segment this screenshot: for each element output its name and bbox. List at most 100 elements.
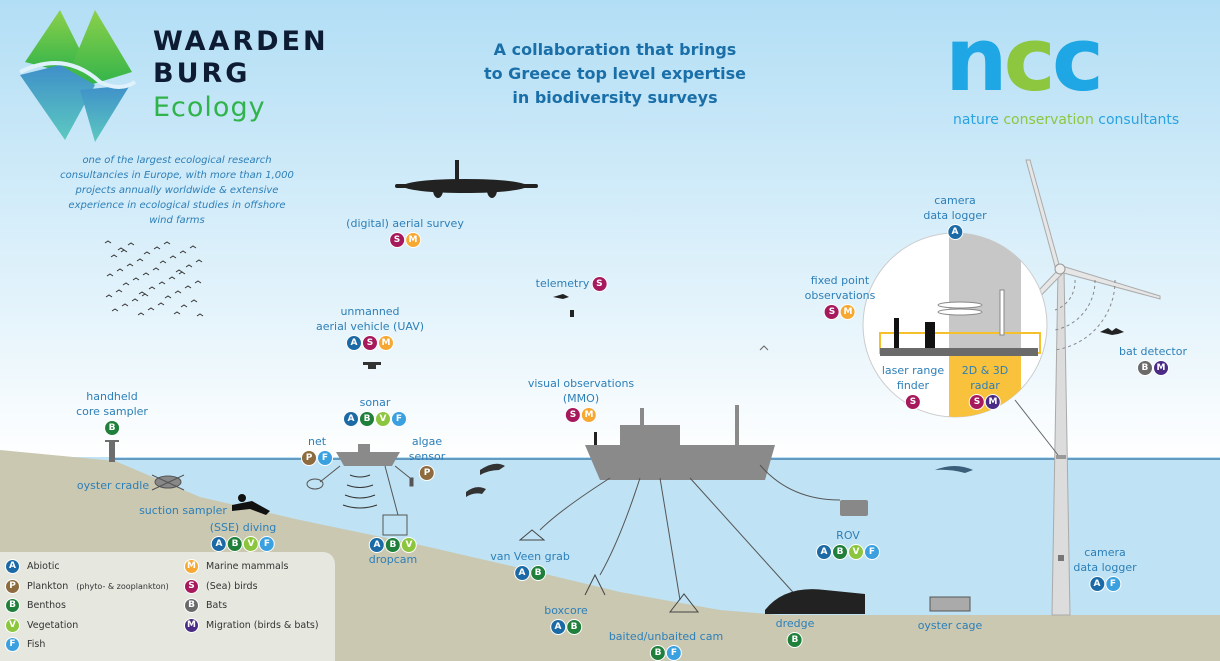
category-badge-b: B [651, 646, 665, 660]
legend-item-s: S (Sea) birds [185, 579, 258, 593]
category-badge-b: B [228, 537, 242, 551]
bird [137, 312, 145, 316]
seal [480, 463, 505, 475]
bird [153, 246, 161, 250]
method-label: (SSE) diving [210, 520, 277, 535]
method-label-line: baited/unbaited cam [608, 630, 724, 643]
method-label: sonar [344, 395, 406, 410]
tagline-word: conservation [1003, 112, 1094, 128]
category-badge-bt: B [185, 599, 198, 612]
category-badge-s: S [592, 276, 607, 291]
bird [116, 268, 124, 272]
bird [168, 276, 176, 280]
bird [131, 298, 139, 302]
drone [363, 362, 381, 369]
method-label-line: van Veen grab [490, 550, 570, 563]
bird [190, 299, 198, 303]
category-badge-f: F [865, 545, 879, 559]
category-badge-a: A [817, 545, 831, 559]
category-badge-a: A [551, 620, 565, 634]
category-badge-m: M [581, 408, 596, 422]
category-badge-mg: M [185, 618, 198, 632]
bird-flock: /* placeholder */ [104, 240, 204, 317]
category-badge-b: B [385, 538, 400, 552]
bat-detection-arcs [1054, 279, 1116, 351]
method-label: telemetry [536, 276, 590, 291]
method-label-line: fixed point [810, 274, 870, 287]
method-label-line: (digital) aerial survey [346, 217, 464, 230]
method-label-line: ROV [836, 529, 860, 542]
category-badge-mg: M [1153, 361, 1168, 375]
bird [159, 260, 167, 264]
category-badge-v: V [849, 545, 863, 559]
method-label-line: finder [896, 379, 930, 392]
method-label-line: telemetry [535, 277, 590, 290]
method-badges: S [882, 395, 944, 409]
bird [152, 267, 160, 271]
method-label: oyster cradle [77, 478, 149, 493]
description-line: experience in ecological studies in offs… [68, 200, 286, 211]
description-line: consultancies in Europe, with more than … [60, 170, 294, 181]
oyster-cradle-object [151, 474, 185, 491]
bird [195, 259, 203, 263]
method-label-line: dropcam [368, 553, 418, 566]
bird [117, 247, 125, 251]
method-badges: B [776, 633, 815, 647]
bird [175, 269, 183, 273]
diver [232, 494, 270, 515]
bird [196, 313, 204, 317]
bird [143, 251, 151, 255]
category-badge-f: F [318, 451, 332, 465]
method-label-line: core sampler [76, 405, 148, 418]
bird [132, 277, 140, 281]
category-badge-s: S [185, 579, 198, 593]
category-badge-s: S [389, 233, 404, 247]
category-badge-v: V [6, 618, 19, 632]
method-label: suction sampler [139, 503, 227, 518]
method-oyster-cradle: oyster cradle [77, 478, 149, 493]
method-label-line: camera [934, 194, 976, 207]
category-badge-v: V [376, 412, 390, 426]
method-label-line: radar [970, 379, 1000, 392]
method-label-line: data logger [923, 209, 987, 222]
method-label-line: aerial vehicle (UAV) [315, 320, 425, 333]
method-label: van Veen grab [490, 549, 570, 564]
logo-line: WAARDEN [153, 26, 329, 57]
legend-label: Plankton [27, 580, 69, 592]
category-badge-b: B [6, 599, 19, 612]
legend-label: (Sea) birds [206, 580, 258, 592]
category-badge-p: P [6, 579, 19, 593]
telemetry-bird [553, 294, 574, 317]
description-line: wind farms [149, 215, 205, 226]
bird [106, 273, 114, 277]
rov-vehicle [840, 500, 868, 516]
category-badge-f: F [667, 646, 681, 660]
method-oyster-cage: oyster cage [918, 618, 983, 633]
headline: A collaboration that brings to Greece to… [484, 38, 746, 110]
logo-line: BURG [153, 58, 251, 89]
method-label: boxcore [544, 603, 588, 618]
method-label-line: algae [411, 435, 443, 448]
method-label-line: visual observations [527, 377, 635, 390]
category-badge-a: A [515, 566, 529, 580]
